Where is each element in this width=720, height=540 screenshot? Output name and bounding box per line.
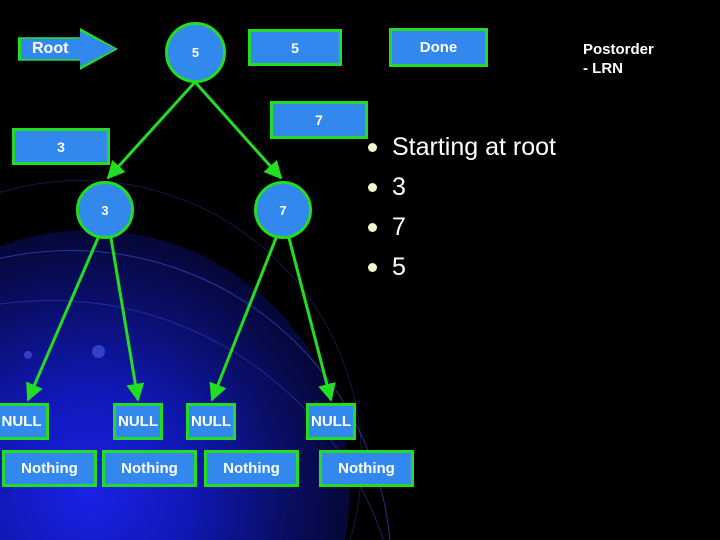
value-box-5: 5 bbox=[248, 29, 342, 66]
edge-root-to-right bbox=[193, 80, 283, 180]
list-item-label: 5 bbox=[392, 253, 406, 281]
null-box-3-label: NULL bbox=[191, 413, 231, 430]
tree-node-right-value: 7 bbox=[279, 202, 287, 218]
nothing-box-4-label: Nothing bbox=[338, 460, 395, 477]
list-item: 7 bbox=[368, 211, 698, 251]
bullet-icon bbox=[368, 223, 377, 232]
null-box-1: NULL bbox=[0, 403, 49, 440]
edge-left-to-null2 bbox=[109, 237, 145, 402]
null-box-2-label: NULL bbox=[118, 413, 158, 430]
root-pointer-label: Root bbox=[32, 40, 69, 57]
null-box-3: NULL bbox=[186, 403, 236, 440]
list-item: 3 bbox=[368, 171, 698, 211]
bullet-icon bbox=[368, 183, 377, 192]
status-box-done: Done bbox=[389, 28, 488, 67]
nothing-box-2-label: Nothing bbox=[121, 460, 178, 477]
nothing-box-1: Nothing bbox=[2, 450, 97, 487]
tree-node-left: 3 bbox=[76, 181, 134, 239]
tree-node-right: 7 bbox=[254, 181, 312, 239]
traversal-output-list: Starting at root 3 7 5 bbox=[368, 131, 698, 291]
null-box-2: NULL bbox=[113, 403, 163, 440]
value-box-3-label: 3 bbox=[57, 138, 65, 155]
value-box-7: 7 bbox=[270, 101, 368, 139]
value-box-5-label: 5 bbox=[291, 39, 299, 56]
null-box-4: NULL bbox=[306, 403, 356, 440]
edge-left-to-null1 bbox=[26, 237, 100, 402]
nothing-box-2: Nothing bbox=[102, 450, 197, 487]
background-dot-1 bbox=[92, 345, 105, 358]
tree-node-root: 5 bbox=[165, 22, 226, 83]
value-box-7-label: 7 bbox=[315, 112, 323, 128]
list-item-label: 3 bbox=[392, 173, 406, 201]
list-item: Starting at root bbox=[368, 131, 698, 171]
tree-node-root-value: 5 bbox=[191, 45, 200, 60]
edge-right-to-null4 bbox=[287, 237, 336, 402]
nothing-box-4: Nothing bbox=[319, 450, 414, 487]
value-box-3: 3 bbox=[12, 128, 110, 165]
null-box-4-label: NULL bbox=[311, 413, 351, 430]
bullet-icon bbox=[368, 143, 377, 152]
nothing-box-3: Nothing bbox=[204, 450, 299, 487]
nothing-box-1-label: Nothing bbox=[21, 460, 78, 477]
slide-title: Postorder - LRN bbox=[583, 41, 654, 77]
tree-node-left-value: 3 bbox=[101, 202, 109, 218]
list-item-label: 7 bbox=[392, 213, 406, 241]
status-box-done-label: Done bbox=[419, 39, 458, 56]
list-item: 5 bbox=[368, 251, 698, 291]
edge-root-to-left bbox=[106, 80, 197, 180]
background-dot-2 bbox=[24, 351, 32, 359]
root-pointer-arrow: Root bbox=[18, 28, 118, 70]
background-glow bbox=[0, 230, 350, 540]
background-arc-1 bbox=[0, 250, 392, 540]
list-item-label: Starting at root bbox=[392, 133, 556, 161]
edge-right-to-null3 bbox=[209, 237, 278, 402]
null-box-1-label: NULL bbox=[1, 413, 42, 430]
bullet-icon bbox=[368, 263, 377, 272]
nothing-box-3-label: Nothing bbox=[223, 460, 280, 477]
